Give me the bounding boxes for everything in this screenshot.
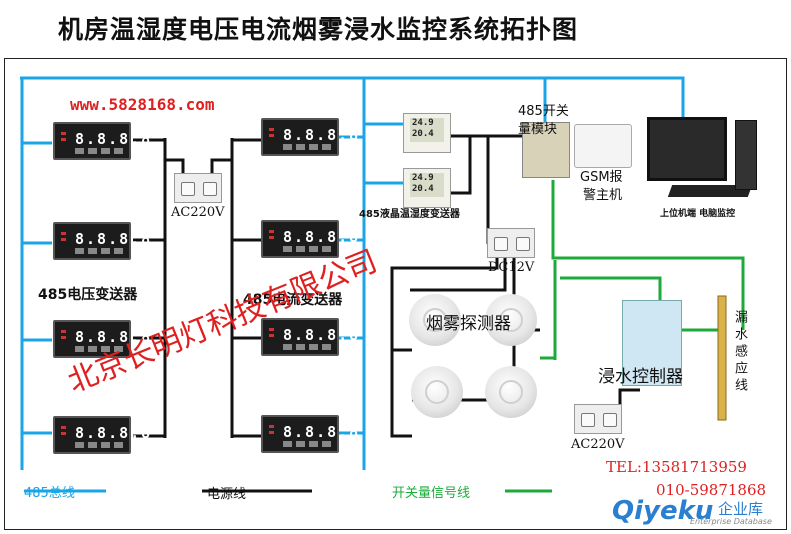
dc12-socket (487, 228, 535, 258)
smoke-detector-2 (485, 294, 537, 346)
voltage-meter-3: 8.8.8.8 (53, 320, 150, 358)
ac220-bottom-label: AC220V (571, 437, 625, 452)
gsm-label-1: GSM报 (580, 170, 623, 185)
voltage-meter-4: 8.8.8.8 (53, 416, 150, 454)
ac220-socket-top (174, 173, 222, 203)
current-transmitter-label: 485电流变送器 (243, 292, 343, 308)
legend-bus-label: 485总线 (24, 486, 75, 501)
pc-monitor (647, 117, 727, 181)
diagram-frame (4, 58, 787, 530)
leak-sensor-label: 漏水感应线 (732, 310, 747, 395)
gsm-alarm-host (574, 124, 632, 168)
bus-lines (20, 76, 685, 493)
smoke-detector-3 (411, 366, 463, 418)
current-meter-2: 8.8.8.8 (261, 220, 358, 258)
leak-sensor-cable (717, 295, 727, 421)
contact-tel: TEL:13581713959 (606, 458, 747, 476)
smoke-detector-1 (409, 294, 461, 346)
website-text: www.5828168.com (70, 95, 215, 114)
smoke-label: 烟雾探测器 (426, 314, 511, 334)
smoke-detector-4 (485, 366, 537, 418)
legend-signal-label: 开关量信号线 (392, 486, 471, 501)
contact-phone: 010-59871868 (656, 481, 767, 499)
lcd-th-label: 485液晶温湿度变送器 (359, 209, 460, 220)
voltage-transmitter-label: 485电压变送器 (38, 287, 138, 303)
water-controller (622, 300, 682, 386)
ac220-socket-bottom (574, 404, 622, 434)
current-meter-4: 8.8.8.8 (261, 415, 358, 453)
switch-module (522, 122, 570, 178)
brand-sub: Enterprise Database (690, 517, 772, 526)
current-meter-3: 8.8.8.8 (261, 318, 358, 356)
voltage-meter-2: 8.8.8.8 (53, 222, 150, 260)
ac220-top-label: AC220V (171, 205, 225, 220)
pc-tower (735, 120, 757, 190)
water-ctrl-label: 浸水控制器 (598, 367, 683, 387)
legend-power-label: 电源线 (207, 487, 247, 502)
signal-lines (505, 180, 745, 493)
switch-module-label-1: 485开关 (518, 104, 569, 119)
brand-cn: 企业库 (718, 500, 764, 518)
voltage-meter-1: 8.8.8.8 (53, 122, 150, 160)
brand-logo: Qiyeku (612, 496, 714, 526)
page-title: 机房温湿度电压电流烟雾浸水监控系统拓扑图 (58, 15, 579, 44)
switch-module-label-2: 量模块 (518, 122, 558, 137)
pc-label: 上位机端 电脑监控 (660, 209, 736, 219)
dc12-label: DC12V (488, 260, 535, 275)
gsm-label-2: 警主机 (583, 188, 623, 203)
current-meter-1: 8.8.8.8 (261, 118, 358, 156)
